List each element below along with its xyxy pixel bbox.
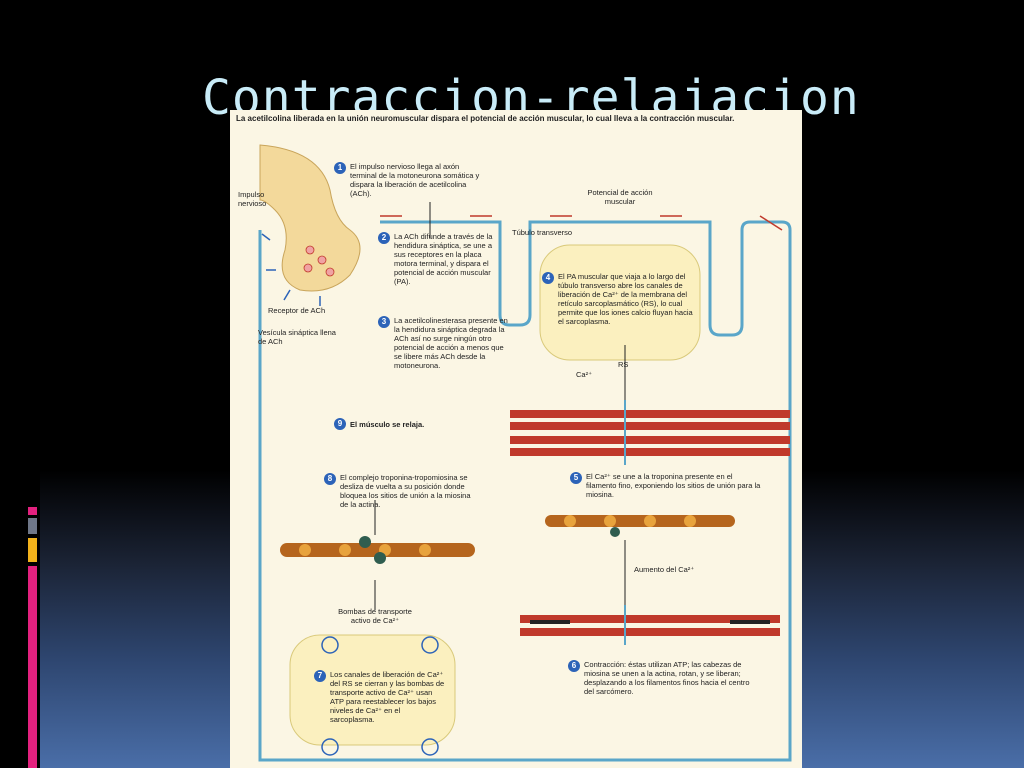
accent-bar-gray <box>28 518 37 534</box>
accent-bar-pink-long <box>28 566 37 768</box>
action-potential-arrows <box>380 215 783 231</box>
contraction-diagram: La acetilcolina liberada en la unión neu… <box>230 110 802 768</box>
label-impulso: Impulso nervioso <box>238 190 267 208</box>
ach-receptors <box>261 233 321 306</box>
label-rs: RS <box>618 360 629 369</box>
label-vesicula: Vesícula sináptica llena de ACh <box>258 328 336 346</box>
step-text-7: Los canales de liberación de Ca²⁺ del RS… <box>330 670 445 724</box>
figure-caption: La acetilcolina liberada en la unión neu… <box>236 114 735 123</box>
sarcolemma <box>258 220 792 762</box>
step-text-8: El complejo troponina-tropomiosina se de… <box>340 473 471 509</box>
sarcoplasmic-reticulum-top <box>539 244 701 361</box>
step-text-6: Contracción: éstas utilizan ATP; las cab… <box>584 660 750 696</box>
thin-filament-left <box>280 536 475 564</box>
step-badge-5: 5 <box>570 472 582 484</box>
label-aumento: Aumento del Ca²⁺ <box>634 565 695 574</box>
step-text-3: La acetilcolinesterasa presente en la he… <box>394 316 508 370</box>
calcium-pumps <box>321 636 439 756</box>
flow-arrows <box>374 202 626 610</box>
label-bombas: Bombas de transporte activo de Ca²⁺ <box>338 607 412 625</box>
step-text-2: La ACh difunde a través de la hendidura … <box>394 232 493 286</box>
step-text-1: El impulso nervioso llega al axón termin… <box>350 162 480 198</box>
step-badge-4: 4 <box>542 272 554 284</box>
label-tubulo: Túbulo transverso <box>512 228 573 237</box>
step-badge-7: 7 <box>314 670 326 682</box>
diagram-graphics <box>258 144 792 762</box>
step-badge-8: 8 <box>324 473 336 485</box>
step-text-5: El Ca²⁺ se une a la troponina presente e… <box>586 472 761 499</box>
step-badge-9: 9 <box>334 418 346 430</box>
sarcomere-top <box>510 400 790 465</box>
label-receptor: Receptor de ACh <box>268 306 326 315</box>
label-potencial: Potencial de acción muscular <box>587 188 653 206</box>
synaptic-vesicles <box>303 245 335 277</box>
accent-bar-gold <box>28 538 37 562</box>
sarcoplasmic-reticulum-bottom <box>289 634 456 746</box>
accent-bar-pink <box>28 507 37 515</box>
step-text-9: El músculo se relaja. <box>350 420 425 429</box>
step-badge-1: 1 <box>334 162 346 174</box>
step-badge-2: 2 <box>378 232 390 244</box>
thin-filament-right <box>545 515 735 537</box>
step-badge-3: 3 <box>378 316 390 328</box>
step-text-4: El PA muscular que viaja a lo largo del … <box>558 272 693 326</box>
label-ca: Ca²⁺ <box>576 370 593 379</box>
sarcomere-bottom <box>520 605 780 645</box>
axon-terminal <box>259 144 361 292</box>
step-badge-6: 6 <box>568 660 580 672</box>
